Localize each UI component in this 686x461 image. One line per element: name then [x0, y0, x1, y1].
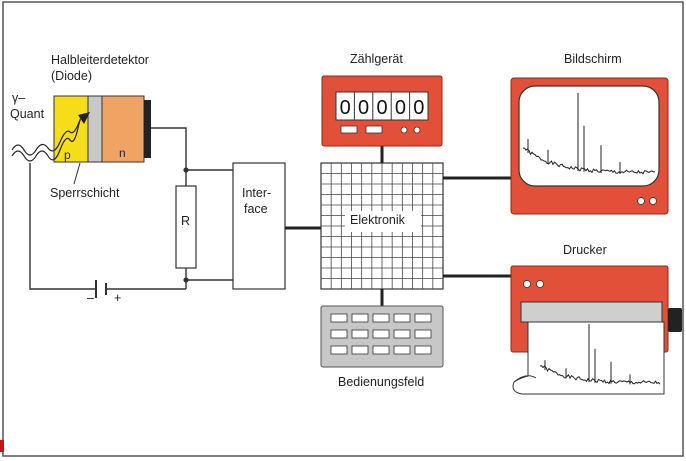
keypad-key: [393, 345, 411, 355]
keypad-key: [393, 313, 411, 323]
printer-paper-curl: [513, 375, 537, 383]
screen-knob-1: [637, 197, 645, 205]
keypad-key: [351, 329, 369, 339]
keypad-key: [351, 313, 369, 323]
battery-minus: –: [87, 291, 94, 305]
barrier-label: Sperrschicht: [50, 186, 120, 200]
counter-title: Zählgerät: [350, 52, 403, 66]
keypad-key: [372, 329, 390, 339]
screen-knob-2: [649, 197, 657, 205]
counter-button-2: [365, 125, 383, 134]
printer-knob-2: [536, 280, 544, 288]
interface-label-line2: face: [244, 202, 268, 216]
printer-title: Drucker: [563, 243, 607, 257]
n-layer: [101, 95, 145, 163]
gamma-wave-2: [11, 119, 81, 156]
node-top: [183, 167, 189, 173]
resistor: [175, 185, 197, 269]
printer-knob-1: [523, 280, 531, 288]
counter-digit: 0: [340, 97, 351, 119]
keypad-key: [414, 329, 432, 339]
detector-subtitle: (Diode): [51, 69, 92, 83]
keypad-key: [351, 345, 369, 355]
gamma-symbol: γ–: [12, 91, 26, 105]
counter-button-1: [340, 125, 358, 134]
keypad-device: [320, 305, 444, 368]
node-bottom: [183, 277, 189, 283]
counter-digit: 0: [413, 97, 424, 119]
counter-knob-2: [413, 126, 421, 134]
resistor-label: R: [181, 214, 191, 228]
printer-device: [510, 265, 682, 395]
counter-knob-1: [400, 126, 408, 134]
back-contact: [144, 100, 151, 158]
screen-monitor: [510, 77, 669, 215]
battery-plus: +: [114, 291, 122, 305]
keypad-key: [414, 313, 432, 323]
screen-title: Bildschirm: [564, 52, 622, 66]
interface-box: [232, 162, 286, 290]
counter-digit: 0: [376, 97, 387, 119]
keypad-key: [330, 313, 348, 323]
keypad-key: [372, 345, 390, 355]
keypad-key: [330, 329, 348, 339]
counter-device: [321, 75, 443, 147]
keypad-key: [414, 345, 432, 355]
interface-label-line1: Inter-: [242, 186, 272, 200]
printer-roller: [668, 308, 682, 332]
gamma-arrowhead: [78, 112, 90, 124]
electronics-label-bg: [345, 211, 421, 232]
printer-spectrum: [539, 324, 661, 385]
counter-digit: 0: [358, 97, 369, 119]
n-label: n: [119, 146, 126, 160]
keypad-key: [372, 313, 390, 323]
keypad-key: [393, 329, 411, 339]
corner-mark: [0, 440, 4, 452]
keypad-title: Bedienungsfeld: [338, 375, 425, 389]
barrier-pointer: [73, 162, 81, 185]
electronics-label: Elektronik: [350, 213, 405, 227]
keypad-key: [330, 345, 348, 355]
p-label: p: [64, 148, 71, 162]
printer-slot: [520, 301, 663, 323]
screen-spectrum: [522, 93, 656, 175]
counter-digit: 0: [395, 97, 406, 119]
barrier-layer: [87, 95, 103, 163]
gamma-wave: [11, 115, 85, 162]
gamma-label: Quant: [10, 107, 45, 121]
detector-title: Halbleiterdetektor: [51, 53, 149, 67]
